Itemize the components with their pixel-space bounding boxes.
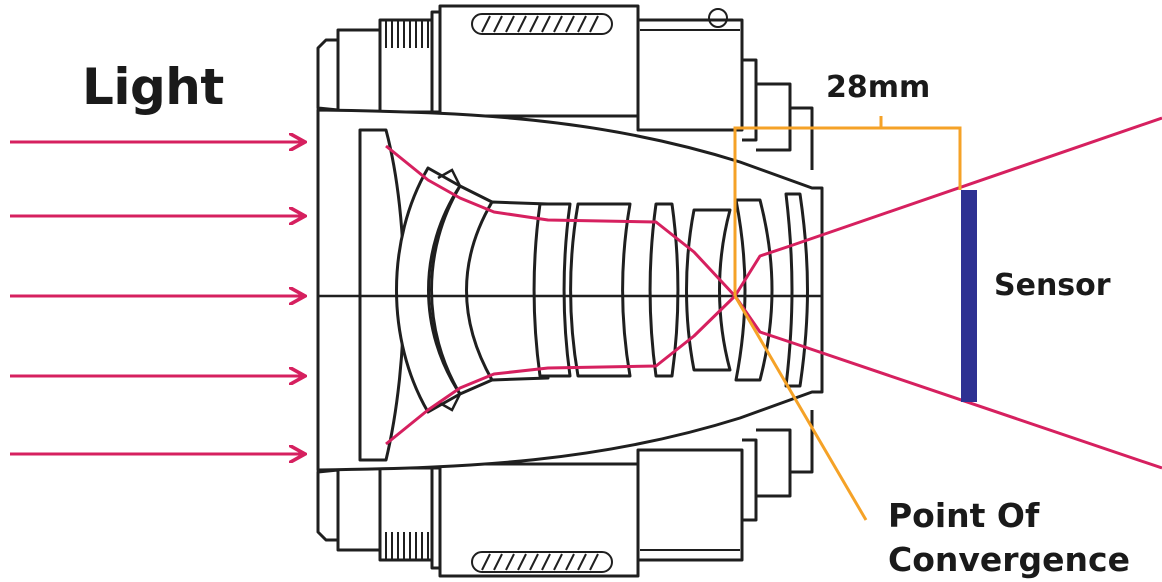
lens-element-9 [734,198,774,382]
focus-ring-knurling [385,8,740,573]
focal-length-label: 28mm [826,70,931,105]
lens-element-4 [465,200,550,382]
lens-elements [358,128,809,462]
ray-upper [385,144,1162,470]
light-ray-paths [385,116,1162,470]
point-of-convergence-label: Point Of Convergence [888,494,1130,582]
lens-element-8 [685,208,732,372]
sensor-bar [961,190,977,402]
lens-element-5 [532,202,572,378]
focal-length-bracket [733,116,962,296]
sensor-label: Sensor [994,268,1111,303]
lens-element-7 [648,202,680,378]
convergence-label-line-1: Point Of [888,496,1040,535]
lens-element-details [437,168,462,412]
convergence-label-line-2: Convergence [888,540,1130,579]
ray-lower [385,116,1162,446]
convergence-pointer [733,295,868,521]
lens-element-2 [395,166,462,414]
lens-element-6 [569,202,632,378]
light-arrows [10,142,305,454]
light-label: Light [82,58,224,116]
